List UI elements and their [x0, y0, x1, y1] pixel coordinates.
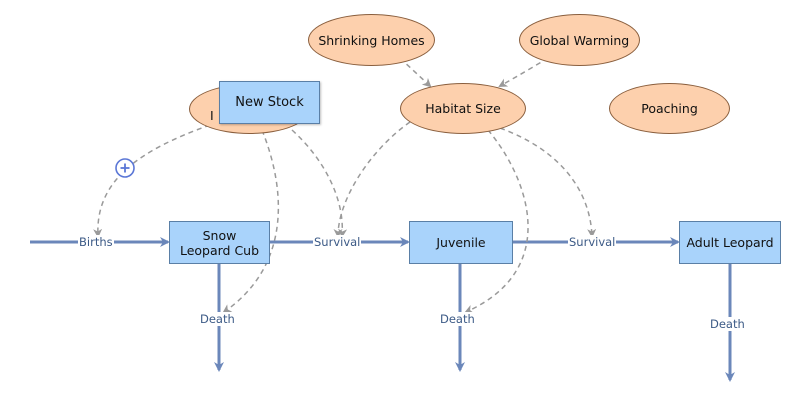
- partially-hidden-variable-label: I: [210, 108, 214, 123]
- adult-leopard-label: Adult Leopard: [686, 235, 774, 250]
- births-flow-label[interactable]: Births: [78, 235, 114, 249]
- survival-flow-label-2[interactable]: Survival: [568, 235, 617, 249]
- juvenile-stock[interactable]: Juvenile: [409, 221, 513, 264]
- new-stock-element[interactable]: New Stock: [219, 81, 320, 124]
- link-global-warming-to-habitat[interactable]: [498, 57, 549, 87]
- death-flow-label-adult[interactable]: Death: [709, 317, 746, 331]
- juvenile-label: Juvenile: [436, 235, 486, 250]
- snow-leopard-cub-stock[interactable]: Snow Leopard Cub: [169, 221, 270, 264]
- link-habitat-to-survival-2[interactable]: [499, 127, 597, 238]
- death-flow-label-cub[interactable]: Death: [199, 312, 236, 326]
- death-flow-label-juvenile[interactable]: Death: [439, 312, 476, 326]
- link-hidden-var-to-cub-death[interactable]: [222, 129, 280, 314]
- adult-leopard-stock[interactable]: Adult Leopard: [679, 221, 781, 264]
- poaching-label: Poaching: [641, 101, 698, 116]
- habitat-size-variable[interactable]: Habitat Size: [400, 83, 526, 134]
- shrinking-homes-label: Shrinking Homes: [318, 32, 425, 48]
- poaching-variable[interactable]: Poaching: [609, 83, 730, 134]
- survival-flow-label-1[interactable]: Survival: [313, 235, 362, 249]
- global-warming-variable[interactable]: Global Warming: [519, 14, 640, 66]
- link-habitat-to-juvenile-death[interactable]: [464, 129, 529, 314]
- new-stock-label: New Stock: [235, 95, 304, 110]
- snow-leopard-cub-label: Snow Leopard Cub: [179, 227, 260, 258]
- global-warming-label: Global Warming: [529, 32, 630, 48]
- flow-lines: [30, 237, 735, 382]
- link-hidden-var-to-births[interactable]: [93, 124, 211, 238]
- habitat-size-label: Habitat Size: [425, 101, 501, 116]
- shrinking-homes-variable[interactable]: Shrinking Homes: [308, 14, 435, 66]
- link-hidden-var-to-survival-1[interactable]: [291, 129, 348, 238]
- plus-circle-icon[interactable]: [114, 157, 136, 179]
- link-habitat-to-survival-1[interactable]: [333, 121, 411, 238]
